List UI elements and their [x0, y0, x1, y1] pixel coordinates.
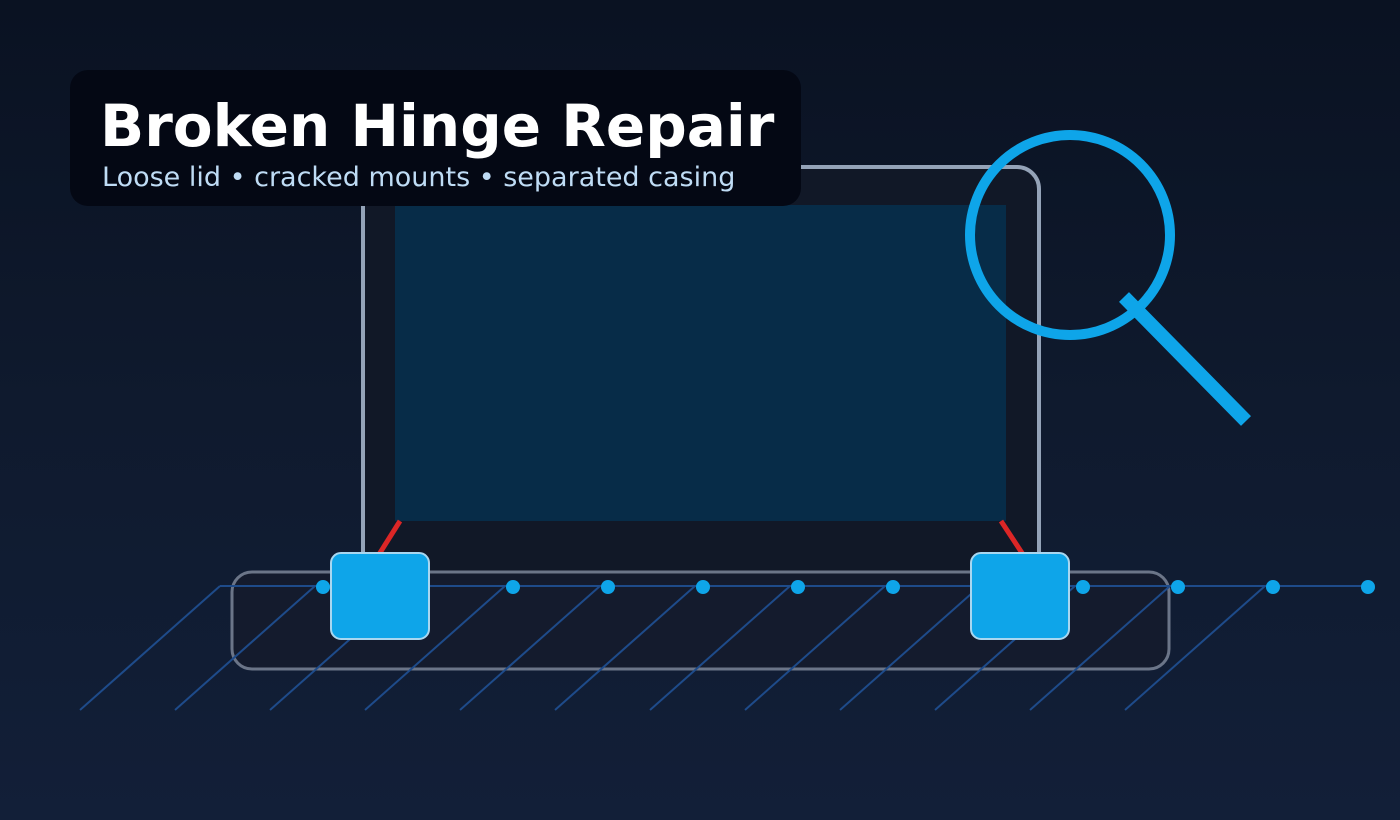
laptop-base — [230, 570, 1171, 671]
hatch-dot — [1266, 580, 1280, 594]
hatch-dot — [696, 580, 710, 594]
crack-icon — [998, 519, 1027, 558]
hatch-dot — [1171, 580, 1185, 594]
hatch-line — [649, 585, 791, 711]
hatch-line — [554, 585, 696, 711]
hatch-dot — [886, 580, 900, 594]
magnifier-icon — [965, 130, 1251, 426]
hatch-dot — [1076, 580, 1090, 594]
hatch-line — [364, 585, 506, 711]
page-subtitle: Loose lid • cracked mounts • separated c… — [102, 162, 736, 193]
hinge-icon — [970, 552, 1070, 640]
hinge-icon — [330, 552, 430, 640]
page-title: Broken Hinge Repair — [100, 92, 775, 160]
hatch-line — [1029, 585, 1171, 711]
hatch-line — [79, 585, 221, 711]
hatch-dot — [316, 580, 330, 594]
hatch-line — [459, 585, 601, 711]
hatch-dot — [601, 580, 615, 594]
magnifier-lens — [965, 130, 1175, 340]
hatch-line — [1124, 585, 1266, 711]
laptop-icon — [361, 165, 1041, 581]
magnifier-handle — [1119, 292, 1251, 426]
hatch-line — [839, 585, 981, 711]
hatch-line — [174, 585, 316, 711]
laptop-screen — [395, 205, 1006, 521]
hatch-dot — [791, 580, 805, 594]
hatch-line — [744, 585, 886, 711]
crack-icon — [375, 519, 403, 558]
hatch-dot — [506, 580, 520, 594]
hatch-dot — [1361, 580, 1375, 594]
title-card: Broken Hinge Repair Loose lid • cracked … — [70, 70, 801, 206]
